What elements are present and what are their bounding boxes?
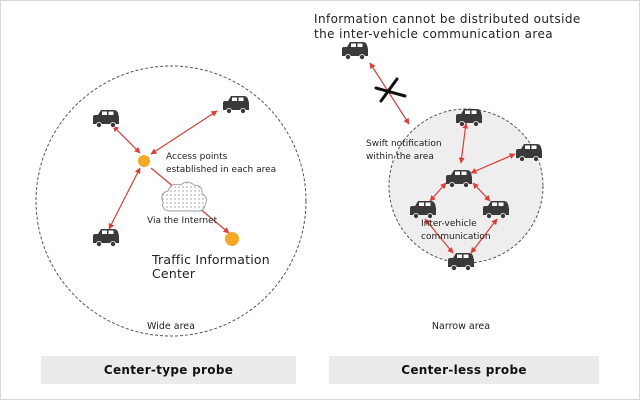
center-type-probe-bar: Center-type probe [41, 356, 296, 384]
wide-area-label: Wide area [147, 321, 195, 332]
access-points-label-line2: established in each area [166, 165, 277, 175]
access-point-icon [138, 155, 150, 167]
center-less-probe-bar: Center-less probe [329, 356, 599, 384]
swift-label-line2: within the area [366, 152, 434, 162]
swift-label-line1: Swift notification [366, 139, 442, 149]
traffic-center-icon [225, 232, 239, 246]
right-heading-line1: Information cannot be distributed outsid… [314, 12, 581, 26]
intervehicle-label: Inter-vehicle communication [421, 218, 491, 244]
car-icon [92, 228, 120, 248]
cross-mark-icon [374, 77, 407, 103]
wide-area-circle [35, 65, 307, 337]
access-points-label-line1: Access points [166, 152, 228, 162]
car-icon [222, 95, 250, 114]
right-heading-line2: the inter-vehicle communication area [314, 27, 554, 41]
traffic-center-label-line1: Traffic Information [152, 252, 270, 267]
traffic-center-label: Traffic Information Center [152, 253, 270, 281]
cloud-icon [161, 181, 207, 212]
intervehicle-label-line2: communication [421, 232, 491, 242]
right-heading: Information cannot be distributed outsid… [314, 12, 581, 42]
internet-label: Via the Internet [147, 216, 218, 226]
car-icon [341, 41, 369, 60]
access-points-label: Access points established in each area [166, 151, 276, 177]
narrow-area-arrows [369, 62, 516, 254]
wide-area-arrows [108, 110, 230, 234]
traffic-center-label-line2: Center [152, 266, 196, 281]
intervehicle-label-line1: Inter-vehicle [421, 219, 477, 229]
narrow-area-label: Narrow area [431, 321, 491, 332]
car-icon [92, 109, 120, 128]
swift-notification-label: Swift notification within the area [366, 138, 442, 164]
